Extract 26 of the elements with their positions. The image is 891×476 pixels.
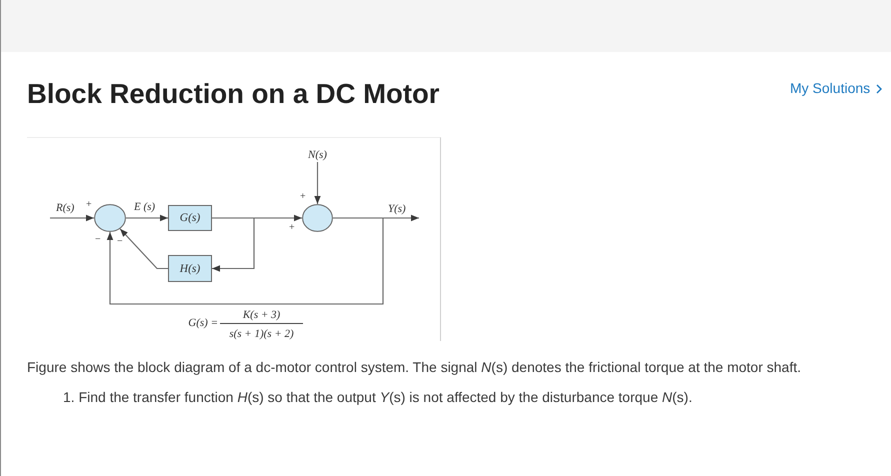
solutions-link: My Solutions xyxy=(790,80,882,97)
edge-label: R(s) xyxy=(55,202,76,214)
edge-label: E (s) xyxy=(133,201,156,213)
feedback-arrow xyxy=(106,217,384,305)
sign-label: + xyxy=(289,223,295,233)
signal-label: N(s) xyxy=(302,148,332,162)
formula-text: G(s) = xyxy=(188,317,218,329)
arrow xyxy=(126,214,168,222)
page-title: Block Reduction on a DC Motor xyxy=(27,79,440,109)
edge-label: Y(s) xyxy=(387,203,407,215)
sign-label: − xyxy=(95,235,101,245)
transfer-function-block: G(s) xyxy=(168,205,212,231)
arrow xyxy=(314,162,321,204)
arrow xyxy=(212,217,255,272)
sign-label: + xyxy=(86,200,92,210)
formula-denominator: s(s + 1)(s + 2) xyxy=(229,328,294,340)
sign-label: + xyxy=(300,192,306,202)
arrow xyxy=(50,214,94,222)
summing-junction xyxy=(302,204,333,232)
transfer-function-block: H(s) xyxy=(168,255,212,282)
description-text: Figure shows the block diagram of a dc-motor control system. The signal N(s) denotes the frictional torque at the motor shaft. xyxy=(27,359,802,375)
feedback-arrow xyxy=(120,228,168,270)
formula-numerator: K(s + 3) xyxy=(242,309,280,321)
question-text: 1. Find the transfer function H(s) so that the output Y(s) is not affected by the disturbance torque N(s). xyxy=(63,389,692,405)
sign-label: − xyxy=(117,237,123,247)
summing-junction xyxy=(94,204,126,232)
